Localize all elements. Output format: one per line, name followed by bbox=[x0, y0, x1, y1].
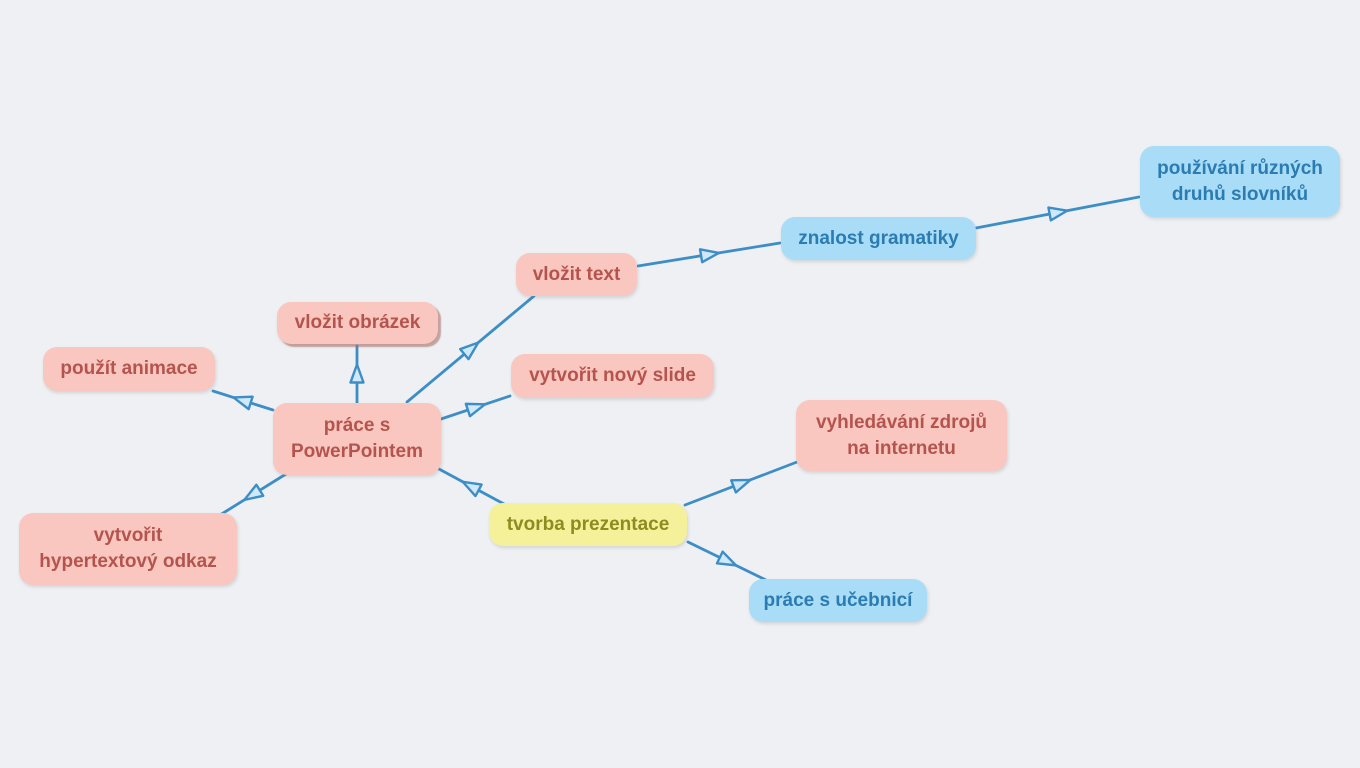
node-vytvorit-hypertextovy-odkaz[interactable]: vytvořit hypertextový odkaz bbox=[19, 513, 237, 585]
node-vytvorit-novy-slide[interactable]: vytvořit nový slide bbox=[511, 354, 714, 398]
node-vyhledavani-zdroju-na-internetu[interactable]: vyhledávání zdrojů na internetu bbox=[796, 400, 1007, 471]
node-prace-s-powerpointem[interactable]: práce s PowerPointem bbox=[273, 403, 441, 475]
node-tvorba-prezentace[interactable]: tvorba prezentace bbox=[489, 503, 687, 546]
node-vlozit-text[interactable]: vložit text bbox=[516, 253, 637, 296]
node-vlozit-obrazek[interactable]: vložit obrázek bbox=[277, 302, 438, 344]
node-pouzit-animace[interactable]: použít animace bbox=[43, 347, 215, 391]
node-znalost-gramatiky[interactable]: znalost gramatiky bbox=[781, 217, 976, 260]
node-pouzivani-ruznych-druhu-slovniku[interactable]: používání různých druhů slovníků bbox=[1140, 146, 1340, 217]
node-prace-s-ucebnici[interactable]: práce s učebnicí bbox=[749, 579, 927, 622]
